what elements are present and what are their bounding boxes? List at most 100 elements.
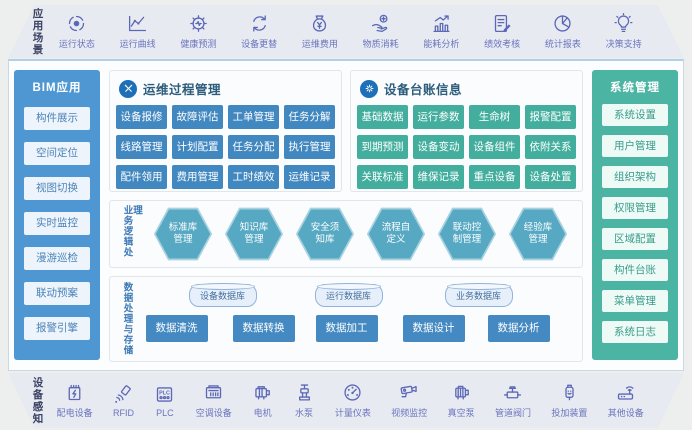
- ledger-button[interactable]: 依附关系: [525, 135, 576, 159]
- ops-button[interactable]: 任务分配: [228, 135, 279, 159]
- ops-button[interactable]: 执行管理: [284, 135, 335, 159]
- device-item-rfid[interactable]: RFID: [113, 384, 134, 418]
- hexagon-fill: [439, 209, 495, 259]
- bim-button[interactable]: 实时监控: [24, 212, 90, 235]
- ledger-button[interactable]: 到期预测: [357, 135, 408, 159]
- device-item-label: 其他设备: [607, 408, 644, 418]
- bim-button[interactable]: 视图切换: [24, 177, 90, 200]
- scenario-item-label: 决策支持: [605, 39, 642, 49]
- scenario-item-status[interactable]: 运行状态: [59, 13, 95, 50]
- system-button[interactable]: 权限管理: [602, 197, 668, 219]
- system-button[interactable]: 区域配置: [602, 228, 668, 250]
- hexagon-label: 流程自定义: [381, 221, 411, 245]
- system-button[interactable]: 构件台账: [602, 259, 668, 281]
- device-item-label: 计量仪表: [334, 408, 371, 418]
- ops-button[interactable]: 工时绩效: [228, 165, 279, 189]
- bim-button[interactable]: 空间定位: [24, 142, 90, 165]
- hexagon-label: 联动控制管理: [452, 221, 482, 245]
- system-button[interactable]: 系统日志: [602, 321, 668, 343]
- device-item-doser[interactable]: 投加装置: [551, 382, 587, 419]
- ops-button[interactable]: 故障评估: [172, 105, 223, 129]
- hexagon-module[interactable]: 知识库管理: [224, 207, 284, 261]
- scenario-item-label: 能耗分析: [423, 39, 460, 49]
- bim-button[interactable]: 漫游巡检: [24, 247, 90, 270]
- hexagon-module[interactable]: 经验库管理: [508, 207, 568, 261]
- bim-button[interactable]: 报警引擎: [24, 317, 90, 340]
- ops-button[interactable]: 运维记录: [284, 165, 335, 189]
- device-item-valve[interactable]: 管道阀门: [495, 382, 531, 419]
- ledger-button[interactable]: 基础数据: [357, 105, 408, 129]
- health-icon: [188, 13, 209, 34]
- device-item-vacuum[interactable]: 真空泵: [448, 382, 475, 419]
- device-item-meter[interactable]: 计量仪表: [335, 382, 371, 419]
- hexagon-row: 标准库管理知识库管理安全须知库 流程自定义 联动控制管理 经验库管理: [145, 206, 576, 262]
- ops-button[interactable]: 计划配置: [172, 135, 223, 159]
- device-item-label: 空调设备: [195, 408, 232, 418]
- scenario-item-energy[interactable]: 能耗分析: [423, 13, 459, 50]
- ops-panel-title: 运维过程管理: [143, 83, 222, 97]
- data-panel: 数据处理与存储 设备数据库运行数据库业务数据库数据清洗数据转换数据加工数据设计数…: [109, 276, 583, 362]
- device-item-label: RFID: [113, 407, 135, 418]
- ledger-button[interactable]: 维保记录: [413, 165, 464, 189]
- system-button[interactable]: 组织架构: [602, 166, 668, 188]
- system-button[interactable]: 用户管理: [602, 135, 668, 157]
- vacuum-icon: [451, 382, 472, 403]
- hexagon-fill: [297, 209, 353, 259]
- device-item-pump[interactable]: 水泵: [294, 382, 315, 419]
- hexagon-module[interactable]: 标准库管理: [153, 207, 213, 261]
- device-item-motor[interactable]: 电机: [252, 382, 273, 419]
- app-scenarios-items: 运行状态运行曲线健康预测设备更替运维费用 物质消耗能耗分析 绩效考核统计报表 决策支持: [47, 13, 655, 50]
- material-icon: [370, 13, 391, 34]
- scenario-item-label: 统计报表: [544, 39, 581, 49]
- ledger-button[interactable]: 设备组件: [469, 135, 520, 159]
- ops-button[interactable]: 费用管理: [172, 165, 223, 189]
- scenario-item-label: 运维费用: [301, 39, 338, 49]
- system-button[interactable]: 系统设置: [602, 104, 668, 126]
- replace-icon: [249, 13, 270, 34]
- ledger-button[interactable]: 运行参数: [413, 105, 464, 129]
- bim-button[interactable]: 构件展示: [24, 107, 90, 130]
- ledger-button[interactable]: 报警配置: [525, 105, 576, 129]
- data-button[interactable]: 数据清洗: [145, 315, 208, 342]
- hexagon-fill: [155, 209, 211, 259]
- ledger-button[interactable]: 关联标准: [357, 165, 408, 189]
- ops-button[interactable]: 工单管理: [228, 105, 279, 129]
- ops-button-grid: 设备报修故障评估工单管理任务分解线路管理计划配置任务分配执行管理配件领用费用管理…: [116, 105, 335, 189]
- ledger-button[interactable]: 设备变动: [413, 135, 464, 159]
- bim-button[interactable]: 联动预案: [24, 282, 90, 305]
- device-item-power[interactable]: 配电设备: [57, 382, 93, 419]
- scenario-item-health[interactable]: 健康预测: [180, 13, 216, 50]
- device-item-cctv[interactable]: 视频监控: [391, 382, 427, 419]
- ledger-button[interactable]: 重点设备: [469, 165, 520, 189]
- ops-button[interactable]: 设备报修: [116, 105, 167, 129]
- data-button[interactable]: 数据设计: [402, 315, 465, 342]
- scenario-item-material[interactable]: 物质消耗: [363, 13, 399, 50]
- ops-button[interactable]: 任务分解: [284, 105, 335, 129]
- data-button[interactable]: 数据加工: [315, 315, 378, 342]
- tools-icon: [124, 84, 132, 92]
- scenario-item-decision[interactable]: 决策支持: [606, 13, 642, 50]
- device-item-label: 投加装置: [551, 408, 588, 418]
- hexagon-module[interactable]: 流程自定义: [366, 207, 426, 261]
- curve-icon: [127, 13, 148, 34]
- cctv-icon: [399, 382, 420, 403]
- data-button[interactable]: 数据转换: [232, 315, 295, 342]
- scenario-item-report[interactable]: 统计报表: [545, 13, 581, 50]
- device-item-other[interactable]: 其他设备: [608, 382, 644, 419]
- scenario-item-kpi[interactable]: 绩效考核: [484, 13, 520, 50]
- database-label: 设备数据库: [199, 291, 245, 301]
- hexagon-module[interactable]: 联动控制管理: [437, 207, 497, 261]
- ledger-button[interactable]: 设备处置: [525, 165, 576, 189]
- doser-icon: [559, 382, 580, 403]
- ops-button[interactable]: 线路管理: [116, 135, 167, 159]
- ops-button[interactable]: 配件领用: [116, 165, 167, 189]
- scenario-item-cost[interactable]: 运维费用: [302, 13, 338, 50]
- data-button[interactable]: 数据分析: [487, 315, 550, 342]
- scenario-item-curve[interactable]: 运行曲线: [120, 13, 156, 50]
- system-button[interactable]: 菜单管理: [602, 290, 668, 312]
- ledger-button[interactable]: 生命树: [469, 105, 520, 129]
- device-item-hvac[interactable]: 空调设备: [196, 382, 232, 419]
- hexagon-module[interactable]: 安全须知库: [295, 207, 355, 261]
- scenario-item-replace[interactable]: 设备更替: [241, 13, 277, 50]
